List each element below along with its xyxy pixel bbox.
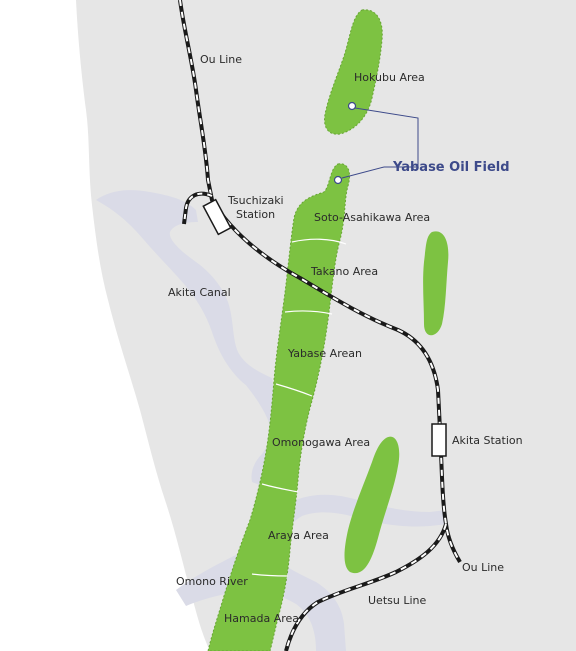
label-tsuchizaki-station-1: Tsuchizaki	[227, 194, 284, 207]
label-hokubu-area: Hokubu Area	[354, 71, 425, 84]
label-soto-asahikawa-area: Soto-Asahikawa Area	[314, 211, 430, 224]
label-ou-line-south: Ou Line	[462, 561, 504, 574]
label-omonogawa-area: Omonogawa Area	[272, 436, 370, 449]
label-araya-area: Araya Area	[268, 529, 329, 542]
leader-line	[341, 107, 419, 179]
label-yabase-arean: Yabase Arean	[287, 347, 362, 360]
boundary-araya-hamada	[251, 573, 289, 577]
railway-port-spur	[182, 191, 213, 225]
boundary-omonogawa-araya	[261, 483, 299, 493]
label-tsuchizaki-station-2: Station	[236, 208, 275, 221]
akita-station-marker	[431, 423, 447, 457]
label-ou-line-north: Ou Line	[200, 53, 242, 66]
akita-canal-water	[96, 190, 274, 393]
label-hamada-area: Hamada Area	[224, 612, 299, 625]
east-field-north	[423, 231, 449, 336]
east-field-south	[344, 436, 400, 574]
boundary-soto-takano	[291, 238, 347, 245]
label-uetsu-line: Uetsu Line	[368, 594, 426, 607]
hokubu-field	[324, 9, 383, 135]
boundary-yabase-omonogawa	[275, 383, 313, 397]
railway-uetsu-line	[284, 523, 448, 651]
label-akita-canal: Akita Canal	[168, 286, 231, 299]
yabase-location-dot-icon	[333, 175, 343, 185]
hokubu-location-dot-icon	[347, 101, 357, 111]
label-yabase-oil-field: Yabase Oil Field	[392, 160, 510, 175]
label-omono-river: Omono River	[176, 575, 248, 588]
railway-ou-line	[178, 0, 462, 564]
omono-river-water	[176, 494, 448, 651]
boundary-takano-yabase	[284, 310, 333, 315]
label-takano-area: Takano Area	[310, 265, 378, 278]
tsuchizaki-station-marker	[202, 198, 232, 236]
label-akita-station: Akita Station	[452, 434, 523, 447]
